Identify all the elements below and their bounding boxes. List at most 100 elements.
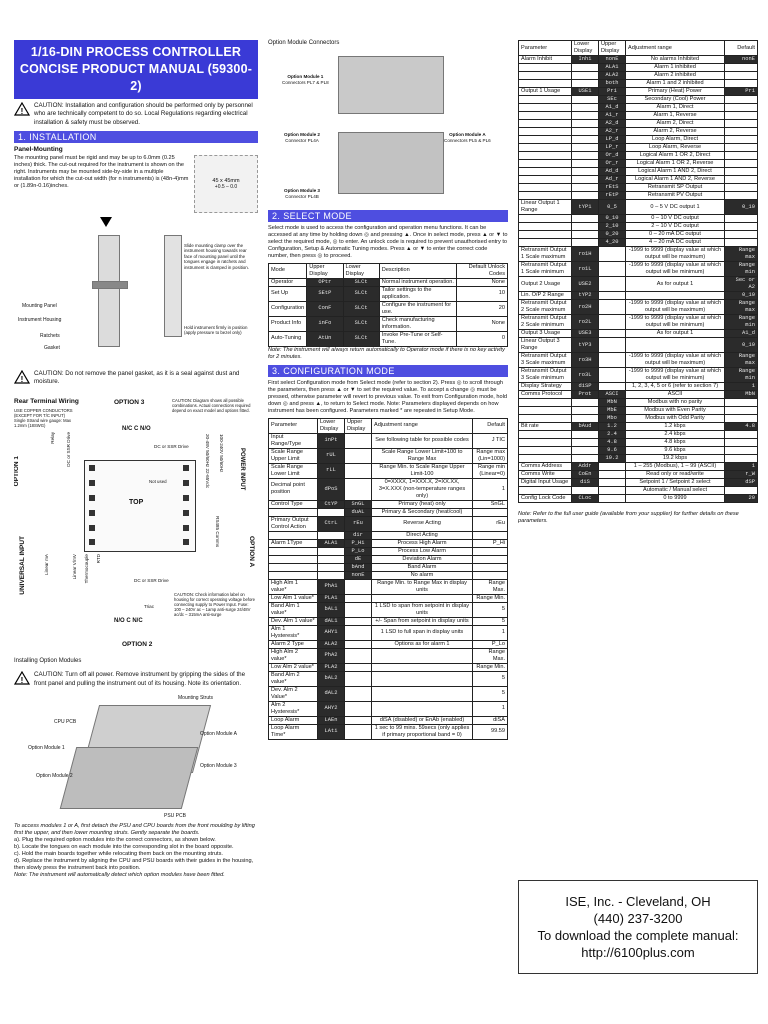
unlock-code: 20 bbox=[456, 300, 508, 317]
access-text: To access modules 1 or A, first detach t… bbox=[14, 823, 258, 879]
default-value bbox=[724, 111, 758, 120]
adjustment-range: As for output 1 bbox=[625, 329, 725, 338]
default-value: 20 bbox=[724, 494, 758, 503]
lower-display-code bbox=[317, 562, 345, 572]
default-value: Range Max. bbox=[472, 647, 508, 664]
default-value: P_Hi bbox=[472, 538, 508, 548]
adjustment-range bbox=[371, 700, 473, 717]
upper-display-code: 9.6 bbox=[598, 446, 626, 455]
default-value: Range max bbox=[724, 246, 758, 262]
adjustment-range: Process High Alarm bbox=[371, 538, 473, 548]
adjustment-range: Logical Alarm 1 AND 2, Direct bbox=[625, 167, 725, 176]
upper-display-code bbox=[344, 477, 372, 501]
mode-name: Set Up bbox=[268, 285, 308, 302]
parameter-name: Retransmit Output 2 Scale maximum bbox=[518, 299, 572, 315]
upper-display-code: 19.2 bbox=[598, 454, 626, 463]
adjustment-range: No alarms Inhibited bbox=[625, 55, 725, 64]
upper-display-code: ConF bbox=[306, 300, 344, 317]
default-value: 4.8 bbox=[724, 422, 758, 431]
adjustment-range: Range Min. to Scale Range Upper Limit-10… bbox=[371, 462, 473, 479]
parameter-name bbox=[518, 135, 572, 144]
lower-display-code: ro1H bbox=[571, 246, 599, 262]
upper-display-code bbox=[344, 700, 372, 717]
parameter-name bbox=[518, 430, 572, 439]
parameter-name bbox=[518, 406, 572, 415]
lower-display-code bbox=[571, 446, 599, 455]
lower-display-code bbox=[317, 570, 345, 580]
default-value bbox=[724, 119, 758, 128]
adjustment-range: See following table for possible codes bbox=[371, 432, 473, 449]
config-table-header: Parameter Lower Display Upper Display Ad… bbox=[268, 417, 508, 434]
lower-display-code: LAEn bbox=[317, 715, 345, 725]
upper-display-code: MbE bbox=[598, 406, 626, 415]
adjustment-range: Logical Alarm 1 OR 2, Direct bbox=[625, 151, 725, 160]
upper-display-code: 0_20 bbox=[598, 230, 626, 239]
lower-display-code: SLCt bbox=[342, 315, 380, 332]
upper-display-code: Ad_d bbox=[598, 167, 626, 176]
parameter-name: Retransmit Output 3 Scale maximum bbox=[518, 352, 572, 368]
warning-icon: ! bbox=[14, 671, 31, 685]
adjustment-range: Modbus with no parity bbox=[625, 398, 725, 407]
lower-display-code bbox=[317, 546, 345, 556]
default-value: Range min bbox=[724, 314, 758, 330]
lower-display-code: CtYP bbox=[317, 499, 345, 509]
lower-display-code bbox=[571, 95, 599, 104]
default-value: Range max bbox=[724, 352, 758, 368]
adjustment-range: Logical Alarm 1 OR 2, Reverse bbox=[625, 159, 725, 168]
thermocouple-label: Thermocouple bbox=[84, 554, 89, 584]
lower-display-code bbox=[571, 143, 599, 152]
default-value bbox=[724, 446, 758, 455]
mode-description: Invoke Pre-Tune or Self-Tune. bbox=[378, 330, 458, 347]
lower-display-code bbox=[571, 103, 599, 112]
upper-display-code bbox=[344, 639, 372, 649]
adjustment-range: Alarm 2, Direct bbox=[625, 119, 725, 128]
lower-display-code bbox=[571, 398, 599, 407]
upper-display-code: Pri bbox=[598, 87, 626, 96]
default-value bbox=[724, 430, 758, 439]
option-2-label: OPTION 2 bbox=[122, 641, 153, 649]
parameter-name bbox=[518, 79, 572, 88]
lower-display-code: dAL2 bbox=[317, 685, 345, 702]
default-value: P_Lo bbox=[472, 639, 508, 649]
relay-label: Relay bbox=[50, 432, 55, 445]
default-value: 0_10 bbox=[724, 291, 758, 300]
lower-display-code: USE3 bbox=[571, 329, 599, 338]
caution-text-3: CAUTION: Diagram shows all possible comb… bbox=[172, 398, 251, 414]
parameter-name: Retransmit Output 1 Scale maximum bbox=[518, 246, 572, 262]
upper-display-code bbox=[344, 662, 372, 672]
default-value: Sec or A2 bbox=[724, 276, 758, 292]
parameter-name: Alm 2 Hysteresis* bbox=[268, 700, 318, 717]
company-phone: (440) 237-3200 bbox=[593, 911, 683, 926]
config-table: Parameter Lower Display Upper Display Ad… bbox=[268, 417, 508, 740]
lower-display-code bbox=[571, 438, 599, 447]
download-url[interactable]: http://6100plus.com bbox=[581, 945, 695, 960]
lower-display-code: PLA1 bbox=[317, 593, 345, 603]
parameter-name bbox=[518, 222, 572, 231]
installing-modules-heading: Installing Option Modules bbox=[14, 658, 82, 665]
universal-input-label: UNIVERSAL INPUT bbox=[19, 536, 26, 596]
lower-display-code bbox=[571, 71, 599, 80]
lower-display-code: inPt bbox=[317, 432, 345, 449]
upper-display-code bbox=[344, 447, 372, 464]
lower-display-code: tYP2 bbox=[571, 291, 599, 300]
